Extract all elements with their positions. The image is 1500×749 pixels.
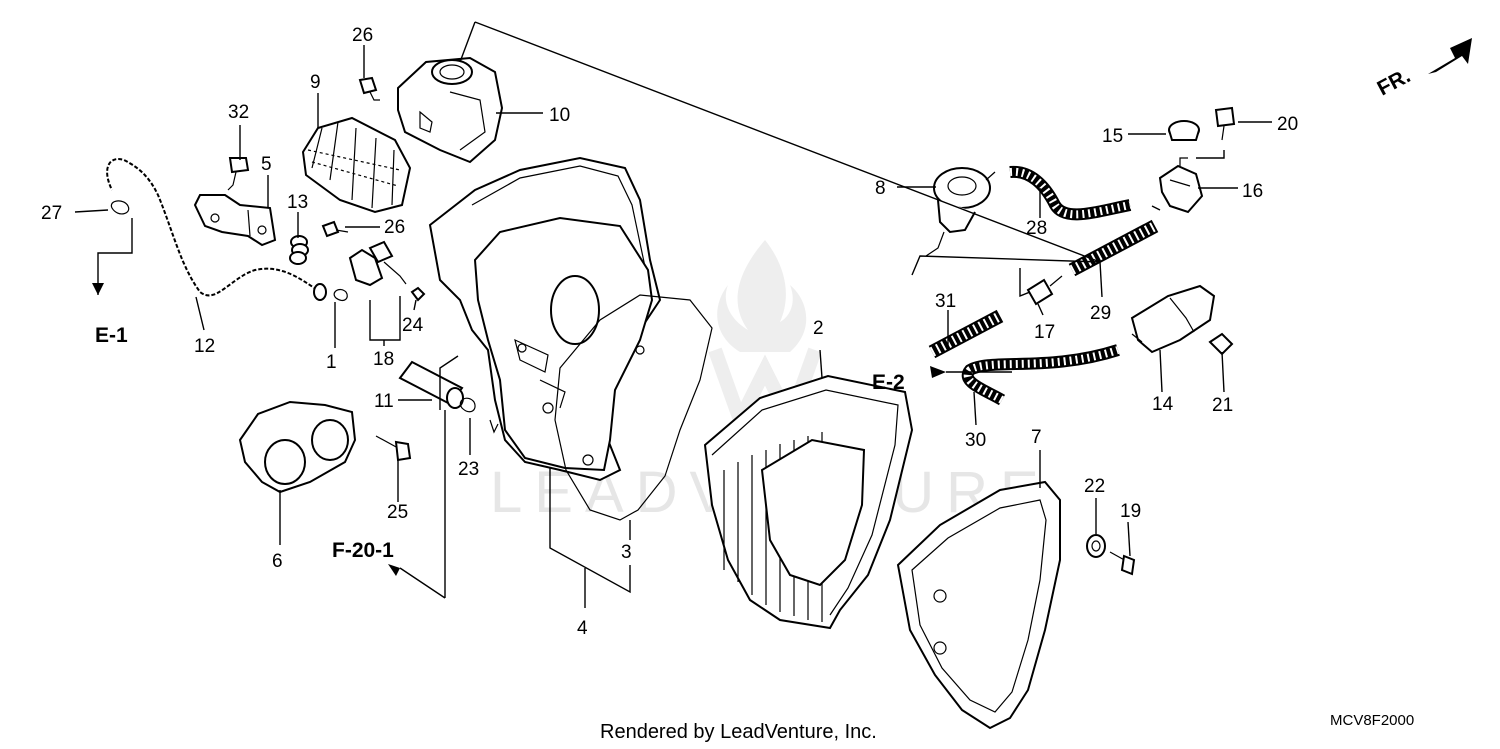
front-direction-indicator: FR. bbox=[1374, 38, 1472, 100]
callout-20: 20 bbox=[1277, 114, 1298, 135]
callout-25: 25 bbox=[387, 502, 408, 523]
sensor-18 bbox=[348, 240, 407, 287]
callout-26-top: 26 bbox=[352, 25, 373, 46]
callout-26-mid: 26 bbox=[384, 217, 405, 238]
leader-lines bbox=[74, 21, 1272, 608]
callout-8: 8 bbox=[875, 178, 886, 199]
callout-10: 10 bbox=[549, 105, 570, 126]
callout-4: 4 bbox=[577, 618, 588, 639]
reference-labels: E-1 E-2 F-20-1 bbox=[95, 324, 905, 562]
callout-9: 9 bbox=[310, 72, 321, 93]
callout-15: 15 bbox=[1102, 126, 1123, 147]
callout-27: 27 bbox=[41, 203, 62, 224]
bolt-26-mid bbox=[321, 220, 349, 238]
canister-14 bbox=[1130, 284, 1216, 354]
front-arrow-icon bbox=[1428, 38, 1472, 74]
valve-8 bbox=[925, 167, 996, 257]
spring-13 bbox=[289, 235, 309, 265]
bracket-5 bbox=[193, 194, 277, 247]
callout-13: 13 bbox=[287, 192, 308, 213]
callout-16: 16 bbox=[1242, 181, 1263, 202]
bolt-32 bbox=[227, 157, 250, 191]
callout-29: 29 bbox=[1090, 303, 1111, 324]
valve-16 bbox=[1158, 157, 1204, 214]
tube-11 bbox=[398, 360, 464, 409]
callout-21: 21 bbox=[1212, 395, 1233, 416]
joint-17 bbox=[1019, 275, 1063, 306]
reference-e2: E-2 bbox=[872, 371, 905, 394]
callout-3: 3 bbox=[621, 542, 632, 563]
callout-18: 18 bbox=[373, 349, 394, 370]
callout-31: 31 bbox=[935, 291, 956, 312]
air-filter-2 bbox=[703, 374, 914, 630]
callout-1: 1 bbox=[326, 352, 337, 373]
bolt-20 bbox=[1214, 106, 1236, 141]
cap-15 bbox=[1168, 120, 1200, 141]
clip-24 bbox=[410, 286, 426, 302]
callout-5: 5 bbox=[261, 154, 272, 175]
clip-27 bbox=[110, 200, 130, 215]
screw-19 bbox=[1109, 551, 1136, 576]
clamp-23 bbox=[459, 397, 476, 413]
callout-11: 11 bbox=[374, 391, 394, 412]
callout-24: 24 bbox=[402, 315, 424, 336]
front-label: FR. bbox=[1374, 64, 1415, 100]
callout-numbers: 1 2 3 4 5 6 7 8 9 10 11 12 13 14 15 16 1… bbox=[41, 25, 1298, 639]
cover-7 bbox=[896, 480, 1061, 730]
reference-arrows bbox=[92, 283, 946, 576]
callout-2: 2 bbox=[813, 318, 824, 339]
callout-6: 6 bbox=[272, 551, 283, 572]
callout-22: 22 bbox=[1084, 476, 1105, 497]
air-cleaner-housing bbox=[428, 156, 662, 482]
diagram-code: MCV8F2000 bbox=[1330, 712, 1414, 729]
air-chamber-10 bbox=[397, 56, 504, 164]
grommet-22 bbox=[1086, 534, 1106, 558]
clamp-1 bbox=[333, 288, 348, 302]
reference-e1: E-1 bbox=[95, 324, 128, 347]
rendered-by-footer: Rendered by LeadVenture, Inc. bbox=[600, 721, 877, 743]
callout-30: 30 bbox=[965, 430, 986, 451]
reference-f20-1: F-20-1 bbox=[332, 539, 394, 562]
intake-boot-9 bbox=[301, 116, 412, 214]
bolt-26-top bbox=[358, 76, 380, 101]
callout-32: 32 bbox=[228, 102, 249, 123]
bolt-25 bbox=[375, 435, 412, 462]
callout-14: 14 bbox=[1152, 394, 1174, 415]
callout-23: 23 bbox=[458, 459, 479, 480]
holder-6 bbox=[238, 400, 357, 494]
gasket-3 bbox=[554, 294, 713, 521]
nut-21 bbox=[1208, 332, 1234, 356]
hose-29 bbox=[1068, 219, 1159, 277]
callout-19: 19 bbox=[1120, 501, 1141, 522]
hose-30 bbox=[961, 344, 1120, 406]
callout-28: 28 bbox=[1026, 218, 1047, 239]
hose-28 bbox=[1009, 165, 1132, 221]
hose-31 bbox=[928, 309, 1004, 359]
callout-12: 12 bbox=[194, 336, 215, 357]
callout-17: 17 bbox=[1034, 322, 1055, 343]
hose-12 bbox=[102, 154, 327, 301]
callout-7: 7 bbox=[1031, 427, 1042, 448]
